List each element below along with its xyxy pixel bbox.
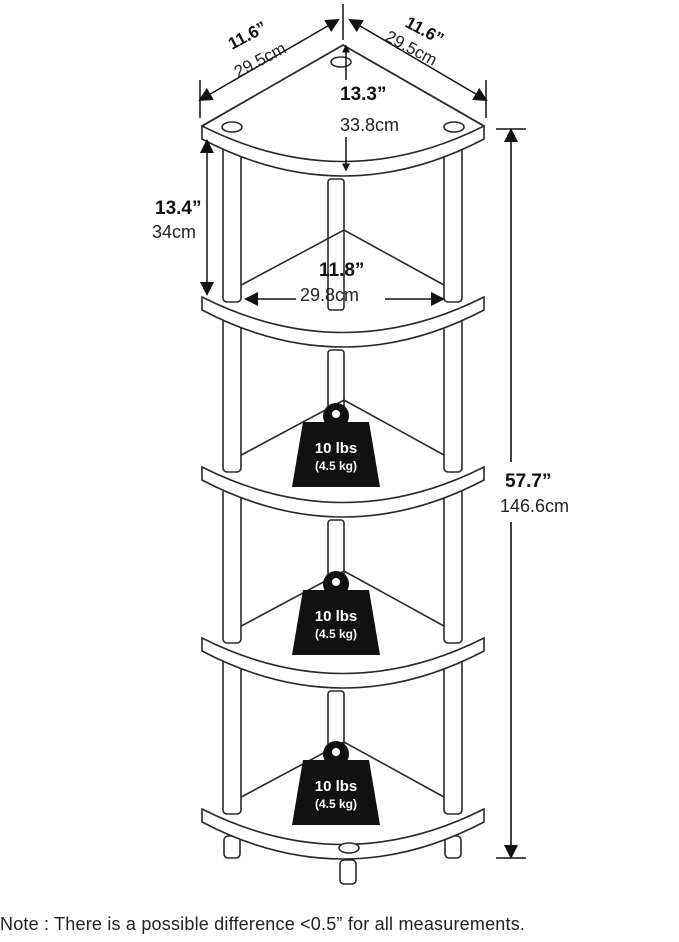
shelf-top: [201, 44, 485, 177]
front-post-left: [222, 658, 242, 815]
weight-badges: 10 lbs (4.5 kg) 10 lbs (4.5 kg) 10 lbs (4.5 k…: [292, 403, 380, 825]
dimension-depth: 13.3” 33.8cm: [340, 44, 399, 172]
foot-front: [339, 859, 357, 885]
shelf-top-surface: [200, 44, 486, 163]
back-post: [327, 178, 345, 311]
weight-handle-hole: [332, 578, 340, 586]
front-post-right: [443, 658, 463, 815]
front-width-inches: 11.8”: [319, 260, 364, 281]
weight-body: [292, 590, 380, 655]
shelf-front-edge: [201, 465, 485, 518]
front-post-right: [443, 146, 463, 303]
dimension-shelf-gap: 13.4” 34cm: [152, 139, 214, 296]
weight-badge: 10 lbs (4.5 kg): [292, 741, 380, 825]
foot-left: [223, 835, 241, 859]
total-height-inches: 57.7”: [505, 471, 551, 492]
weight-value: 10 lbs: [315, 608, 358, 625]
shelf-back-edge: [231, 399, 454, 461]
front-post-left: [222, 487, 242, 644]
weight-body: [292, 422, 380, 487]
weight-handle-hole: [332, 748, 340, 756]
shelf-front-edge: [201, 807, 485, 860]
top-hole-left: [221, 121, 243, 133]
bottom-hole-front: [338, 842, 360, 854]
corner-shelf-unit: [200, 44, 486, 885]
shelf-front-edge: [201, 636, 485, 689]
shelf-gap-cm: 34cm: [152, 222, 196, 242]
front-post-left: [222, 146, 242, 303]
top-hole-right: [443, 121, 465, 133]
top-hole-back: [330, 56, 352, 68]
shelf-back-edge: [231, 741, 454, 803]
weight-value: 10 lbs: [315, 440, 358, 457]
shelf-gap-inches: 13.4”: [155, 198, 201, 219]
shelf-back-edge: [231, 570, 454, 632]
weight-value: 10 lbs: [315, 778, 358, 795]
shelf-front-edge: [201, 295, 485, 348]
front-post-right: [443, 317, 463, 473]
front-width-cm: 29.8cm: [300, 285, 359, 305]
front-post-left: [222, 317, 242, 473]
dimension-front-width: 11.8” 29.8cm: [244, 260, 445, 306]
weight-badge: 10 lbs (4.5 kg): [292, 403, 380, 487]
weight-handle-hole: [332, 410, 340, 418]
measurement-note: Note : There is a possible difference <0…: [0, 914, 526, 934]
shelf-back-edge: [231, 229, 454, 291]
front-post-right: [443, 487, 463, 644]
weight-badge: 10 lbs (4.5 kg): [292, 571, 380, 655]
dimension-total-height: 57.7” 146.6cm: [496, 128, 602, 859]
weight-value-metric: (4.5 kg): [315, 459, 357, 473]
depth-cm: 33.8cm: [340, 115, 399, 135]
weight-value-metric: (4.5 kg): [315, 627, 357, 641]
weight-value-metric: (4.5 kg): [315, 797, 357, 811]
weight-body: [292, 760, 380, 825]
total-height-cm: 146.6cm: [500, 496, 569, 516]
depth-inches: 13.3”: [340, 84, 386, 105]
